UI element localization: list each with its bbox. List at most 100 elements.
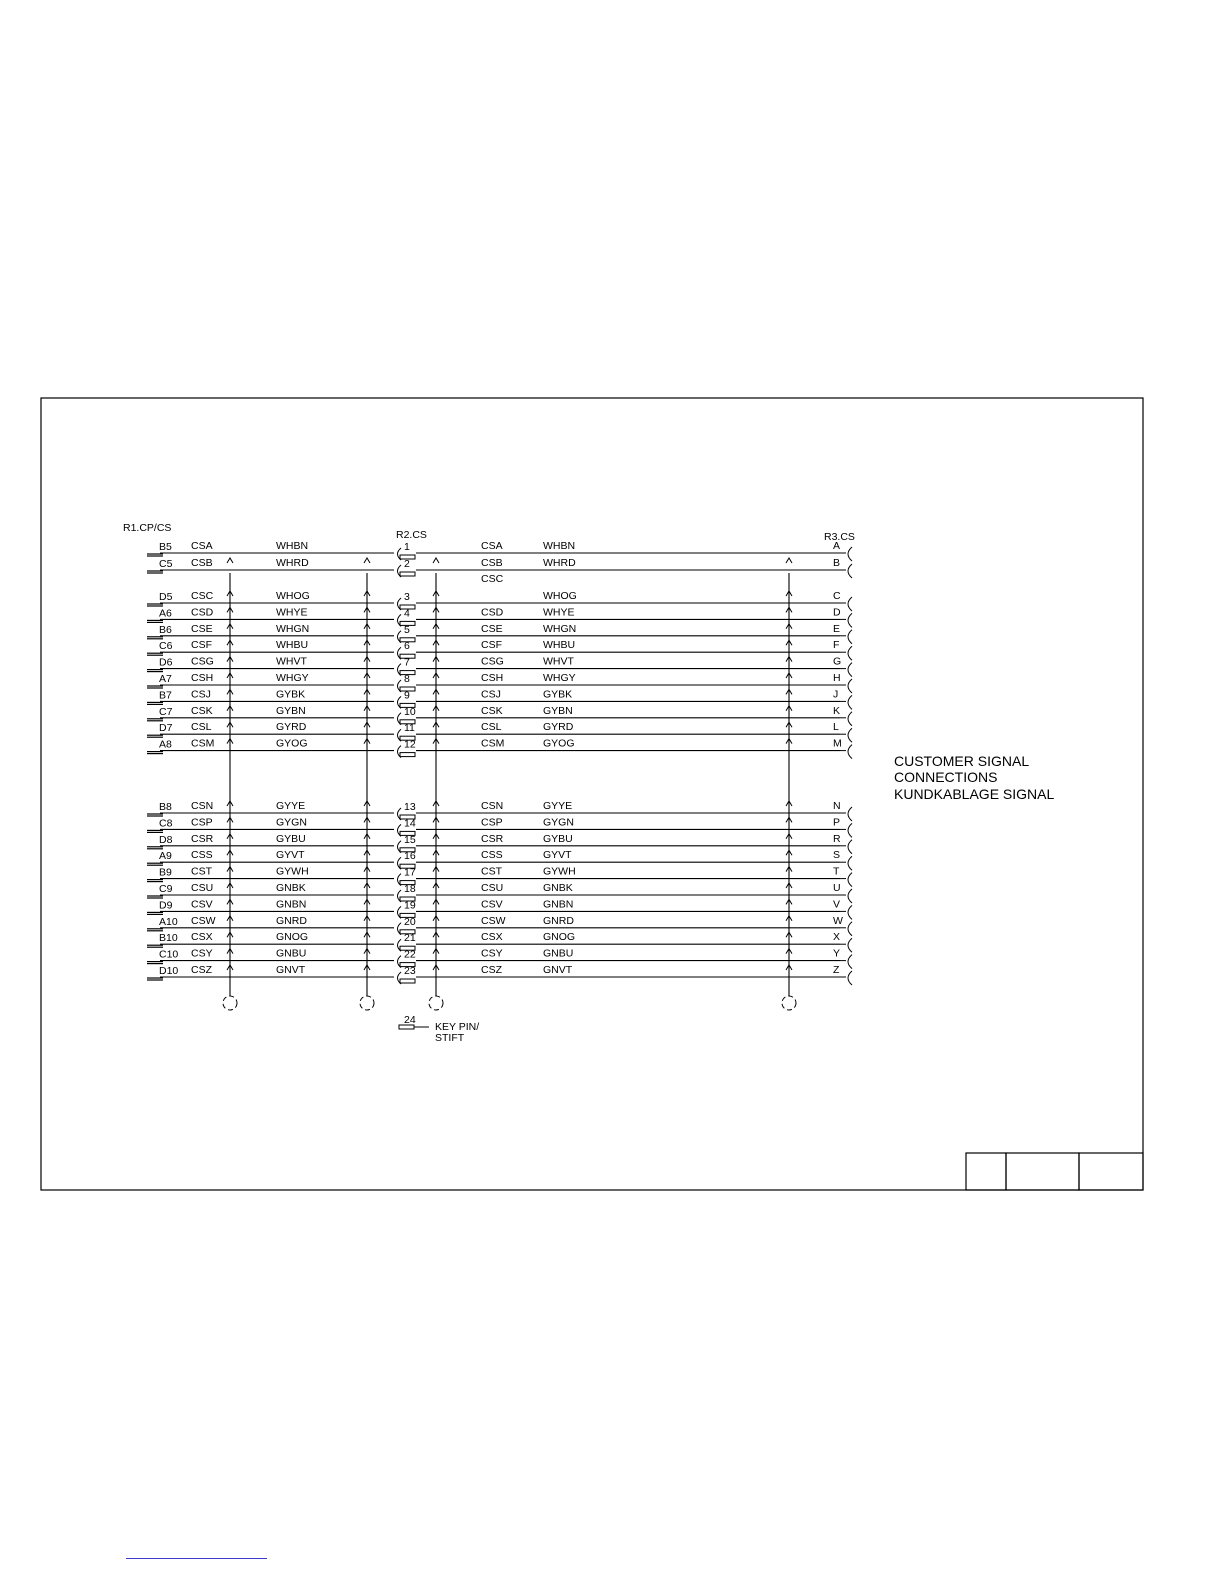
r2-pin bbox=[399, 571, 416, 577]
r3-socket-arc bbox=[847, 613, 853, 628]
r2-wire-color-label: GNRD bbox=[543, 915, 574, 927]
bus-arrow bbox=[432, 931, 440, 938]
r2-wire-color-label: GNVT bbox=[543, 964, 573, 976]
r2-wire-color-label: GYBU bbox=[543, 833, 573, 845]
r2-pin bbox=[399, 830, 416, 836]
r2-pin bbox=[399, 620, 416, 626]
wire-color-label: WHBU bbox=[276, 639, 308, 651]
r2-signal-label: CSY bbox=[481, 948, 503, 960]
r3-pin-label: W bbox=[833, 915, 843, 927]
r2-wire-color-label: GNBU bbox=[543, 948, 573, 960]
r3-socket-arc bbox=[847, 921, 853, 937]
r3-pin-label: S bbox=[833, 849, 840, 861]
r2-signal-label: CSV bbox=[481, 898, 503, 910]
bus-arrow bbox=[432, 914, 440, 922]
bus-arrow bbox=[363, 606, 371, 613]
bus-arrow bbox=[226, 672, 234, 679]
r2-signal-label: CSR bbox=[481, 833, 504, 845]
bus-arrow bbox=[785, 914, 793, 922]
bus-arrow bbox=[226, 898, 234, 905]
bus-arrow bbox=[363, 557, 371, 564]
r2-signal-label: CST bbox=[481, 866, 503, 878]
r2-pin-label: 12 bbox=[404, 739, 416, 751]
wire-color-label: GNBK bbox=[276, 882, 306, 894]
r3-pin-label: V bbox=[833, 898, 840, 910]
r2-pin bbox=[399, 847, 416, 853]
r1-pin-label: A10 bbox=[159, 916, 178, 928]
signal-label: CSY bbox=[191, 948, 213, 960]
footer-rule bbox=[126, 1558, 267, 1559]
r2-pin bbox=[399, 880, 416, 886]
note-line-3: KUNDKABLAGE SIGNAL bbox=[894, 786, 1054, 802]
signal-label: CSX bbox=[191, 931, 213, 943]
bus-arrow bbox=[226, 704, 234, 712]
bus-arrow bbox=[432, 590, 440, 597]
key-pin-label-2: STIFT bbox=[435, 1032, 465, 1044]
wire-color-label: WHGN bbox=[276, 623, 309, 635]
r2-signal-label: CSA bbox=[481, 540, 503, 552]
r1-pin-label: D10 bbox=[159, 965, 178, 977]
r2-pin bbox=[399, 863, 416, 869]
signal-label: CSH bbox=[191, 672, 213, 684]
r1-pin-label: B10 bbox=[159, 932, 178, 944]
signal-label: CSD bbox=[191, 606, 214, 618]
r2-pin-label: 17 bbox=[404, 867, 416, 879]
bus-arrow bbox=[363, 832, 371, 840]
r2-signal-label: CSL bbox=[481, 721, 502, 733]
bus-arrow bbox=[785, 704, 793, 712]
r2-pin-label: 2 bbox=[404, 558, 410, 570]
r2-signal-label: CSM bbox=[481, 738, 504, 750]
wire-color-label: GYWH bbox=[276, 866, 309, 878]
bus-arrow bbox=[785, 865, 793, 872]
r2-pin bbox=[399, 896, 416, 902]
bus-arrow bbox=[432, 849, 440, 856]
bus-arrow bbox=[226, 947, 234, 954]
bus-arrow bbox=[432, 721, 440, 728]
r2-signal-label: CSU bbox=[481, 882, 503, 894]
bus-arrow bbox=[226, 849, 234, 856]
bus-arrow bbox=[226, 688, 234, 695]
wire-color-label: GYOG bbox=[276, 738, 308, 750]
wire-color-label: GYBN bbox=[276, 705, 306, 717]
shield-bus-2 bbox=[359, 557, 375, 1011]
r1-pin-label: C10 bbox=[159, 949, 178, 961]
bus-arrow bbox=[785, 964, 793, 971]
signal-label: CSE bbox=[191, 623, 213, 635]
r2-signal-label: CSZ bbox=[481, 964, 503, 976]
bus-arrow bbox=[432, 688, 440, 695]
r2-pin bbox=[399, 912, 416, 918]
r2-wire-color-label: WHRD bbox=[543, 557, 576, 569]
key-pin: 24 KEY PIN/ STIFT bbox=[398, 1014, 479, 1044]
r2-pin bbox=[399, 637, 416, 643]
r1-pin-label: B8 bbox=[159, 801, 172, 813]
r2-wire-color-label: WHBU bbox=[543, 639, 575, 651]
r3-pin-label: X bbox=[833, 931, 840, 943]
bus-arrow bbox=[226, 882, 234, 889]
r3-pin-label: U bbox=[833, 882, 841, 894]
shield-bus-1 bbox=[222, 557, 238, 1011]
bus-arrow bbox=[785, 590, 793, 597]
bus-arrow bbox=[363, 931, 371, 938]
bus-arrow bbox=[432, 737, 440, 744]
r1-pin-label: C6 bbox=[159, 640, 173, 652]
r2-pin-label: 14 bbox=[404, 817, 416, 829]
r2-pin-label: 18 bbox=[404, 883, 416, 895]
bus-arrow bbox=[363, 882, 371, 889]
note-line-2: CONNECTIONS bbox=[894, 769, 997, 785]
wire-color-label: GYVT bbox=[276, 849, 305, 861]
bus-arrow bbox=[226, 800, 234, 807]
r2-signal-label: CSS bbox=[481, 849, 503, 861]
wire-color-label: GYYE bbox=[276, 800, 305, 812]
bus-arrow bbox=[785, 832, 793, 840]
r2-pin-label: 11 bbox=[404, 722, 415, 734]
